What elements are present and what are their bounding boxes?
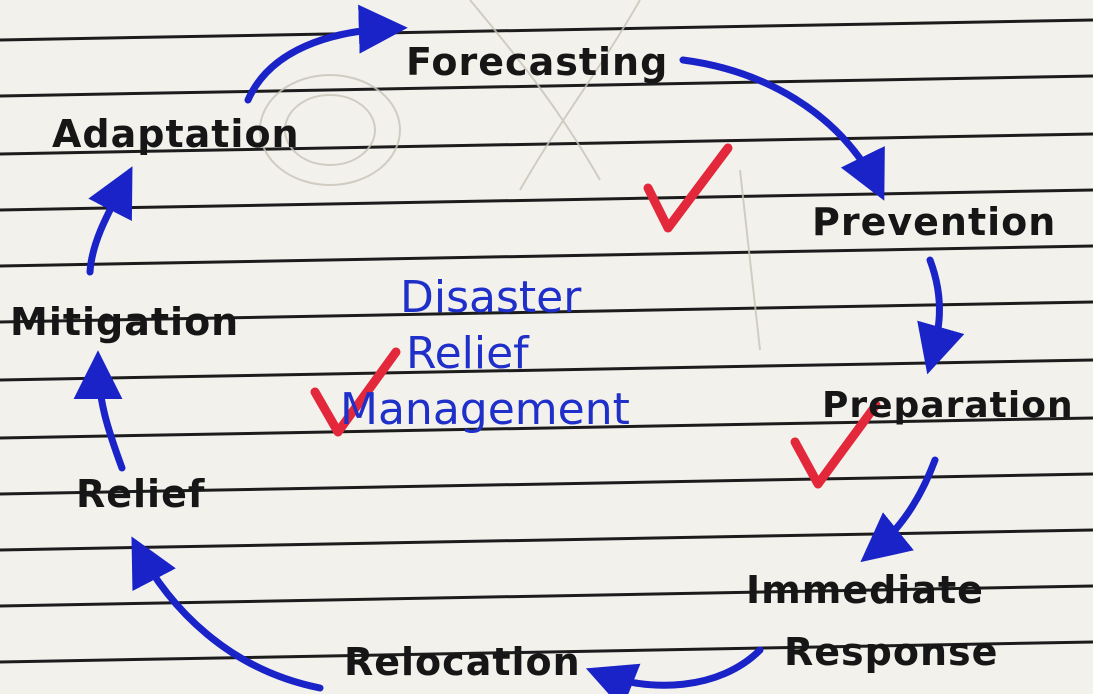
check-mark-icon	[790, 400, 881, 489]
stage-label-mitigation: Mitigation	[10, 300, 240, 344]
stage-label-adaptation: Adaptation	[52, 112, 300, 156]
check-marks	[310, 143, 881, 489]
arrow-relocation-to-relief	[131, 536, 324, 692]
check-mark-icon	[310, 347, 401, 437]
center-title-line-1: Disaster	[400, 272, 582, 323]
arrow-forecasting-to-prevention	[679, 56, 885, 201]
arrow-relief-to-mitigation	[73, 350, 126, 472]
stage-label-prevention: Prevention	[812, 200, 1057, 244]
arrow-response-to-relocation	[585, 646, 764, 694]
arrow-mitigation-to-adaptation	[86, 166, 133, 276]
center-title-line-2: Relief	[406, 328, 529, 379]
check-mark-icon	[643, 143, 733, 233]
stage-label-relief: Relief	[76, 472, 206, 516]
cycle-arrows	[73, 4, 965, 694]
faint-background-sketch	[259, 0, 761, 351]
stage-label-relocation: Relocation	[344, 640, 581, 684]
stage-label-forecasting: Forecasting	[406, 40, 669, 84]
arrow-prevention-to-preparation	[917, 256, 965, 375]
stage-label-response: Response	[784, 630, 999, 674]
center-title-line-3: Management	[340, 384, 630, 435]
stage-label-preparation: Preparation	[822, 385, 1074, 426]
diagram-center-title: Disaster Relief Management	[330, 270, 650, 438]
stage-label-immediate: Immediate	[746, 568, 984, 612]
arrow-adaptation-to-forecasting	[244, 4, 408, 104]
arrow-preparation-to-immediate-response	[860, 456, 939, 563]
